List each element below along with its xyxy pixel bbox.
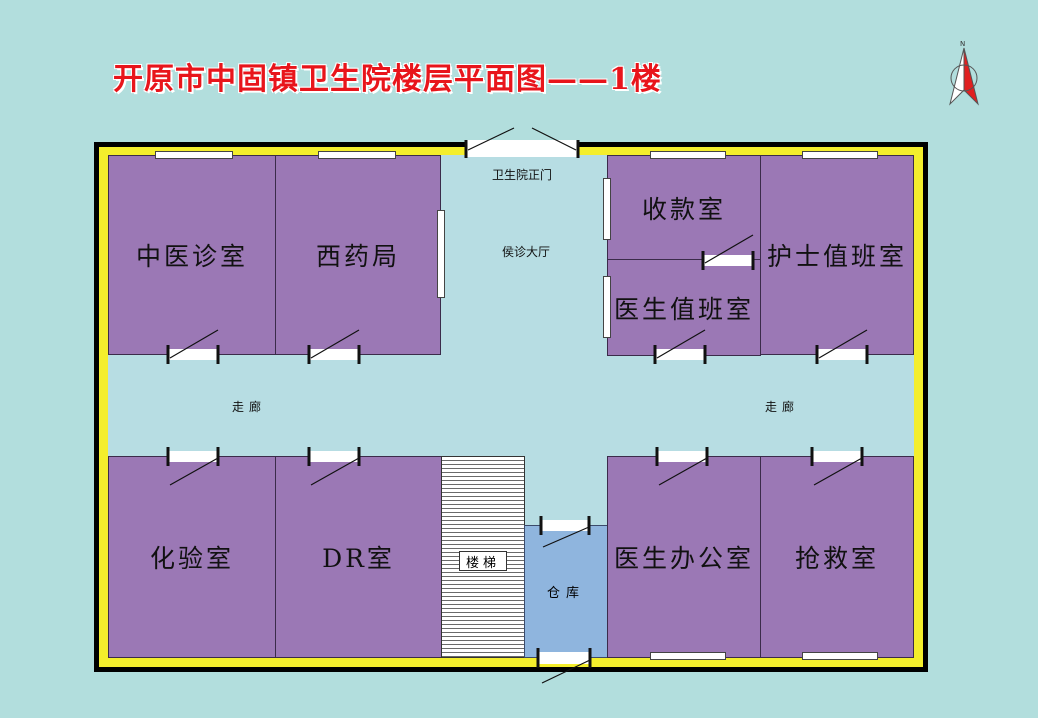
window <box>802 652 878 660</box>
room-label: DR室 <box>322 544 395 573</box>
stairs-label: 楼梯 <box>459 551 507 571</box>
room-doctor-duty[interactable]: 医生值班室 <box>607 259 761 356</box>
room-label: 仓库 <box>546 586 585 601</box>
room-storage[interactable]: 仓库 <box>524 525 608 658</box>
room-label: 医生值班室 <box>613 294 754 324</box>
room-label: 医生办公室 <box>613 544 754 573</box>
north-letter: N <box>960 40 965 48</box>
room-emergency[interactable]: 抢救室 <box>760 456 914 658</box>
north-arrow-icon: N <box>949 40 979 106</box>
corridor-label: 走廊 <box>765 400 800 414</box>
waiting-hall-label: 侯诊大厅 <box>502 245 551 259</box>
room-cashier[interactable]: 收款室 <box>607 155 761 260</box>
page-title: 开原市中固镇卫生院楼层平面图——1楼 <box>113 62 662 97</box>
room-label: 收款室 <box>641 194 726 224</box>
room-doctor-office[interactable]: 医生办公室 <box>607 456 761 658</box>
main-gate-label: 卫生院正门 <box>492 168 553 182</box>
room-label: 中医诊室 <box>135 242 248 271</box>
window <box>802 151 878 159</box>
room-dr[interactable]: DR室 <box>275 456 442 658</box>
room-nurse-duty[interactable]: 护士值班室 <box>760 155 914 355</box>
window <box>603 178 611 240</box>
window <box>318 151 396 159</box>
window <box>650 151 726 159</box>
window <box>437 210 445 298</box>
room-label: 护士值班室 <box>766 242 907 271</box>
window <box>650 652 726 660</box>
corridor-label: 走廊 <box>232 400 267 414</box>
window <box>155 151 233 159</box>
room-lab[interactable]: 化验室 <box>108 456 276 658</box>
room-label: 西药局 <box>315 242 400 271</box>
window <box>603 276 611 338</box>
room-label: 化验室 <box>149 544 234 573</box>
room-label: 抢救室 <box>794 544 879 573</box>
